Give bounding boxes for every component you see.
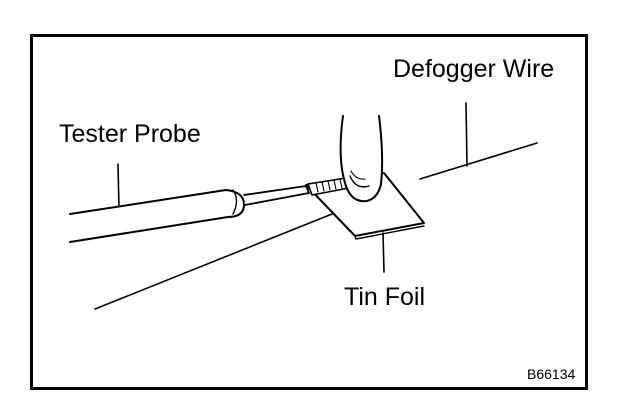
figure-code: B66134 xyxy=(527,366,576,382)
tin-foil-leader xyxy=(382,232,385,273)
tester-probe-leader xyxy=(117,163,120,210)
tester-probe-label: Tester Probe xyxy=(59,120,201,148)
defogger-wire-label: Defogger Wire xyxy=(393,55,555,83)
defogger-wire-leader xyxy=(465,102,468,167)
figure-frame xyxy=(30,34,588,390)
tin-foil-label: Tin Foil xyxy=(344,283,426,311)
tester-probe xyxy=(69,185,310,243)
defogger-wire xyxy=(94,142,538,310)
fingertip xyxy=(339,115,384,203)
